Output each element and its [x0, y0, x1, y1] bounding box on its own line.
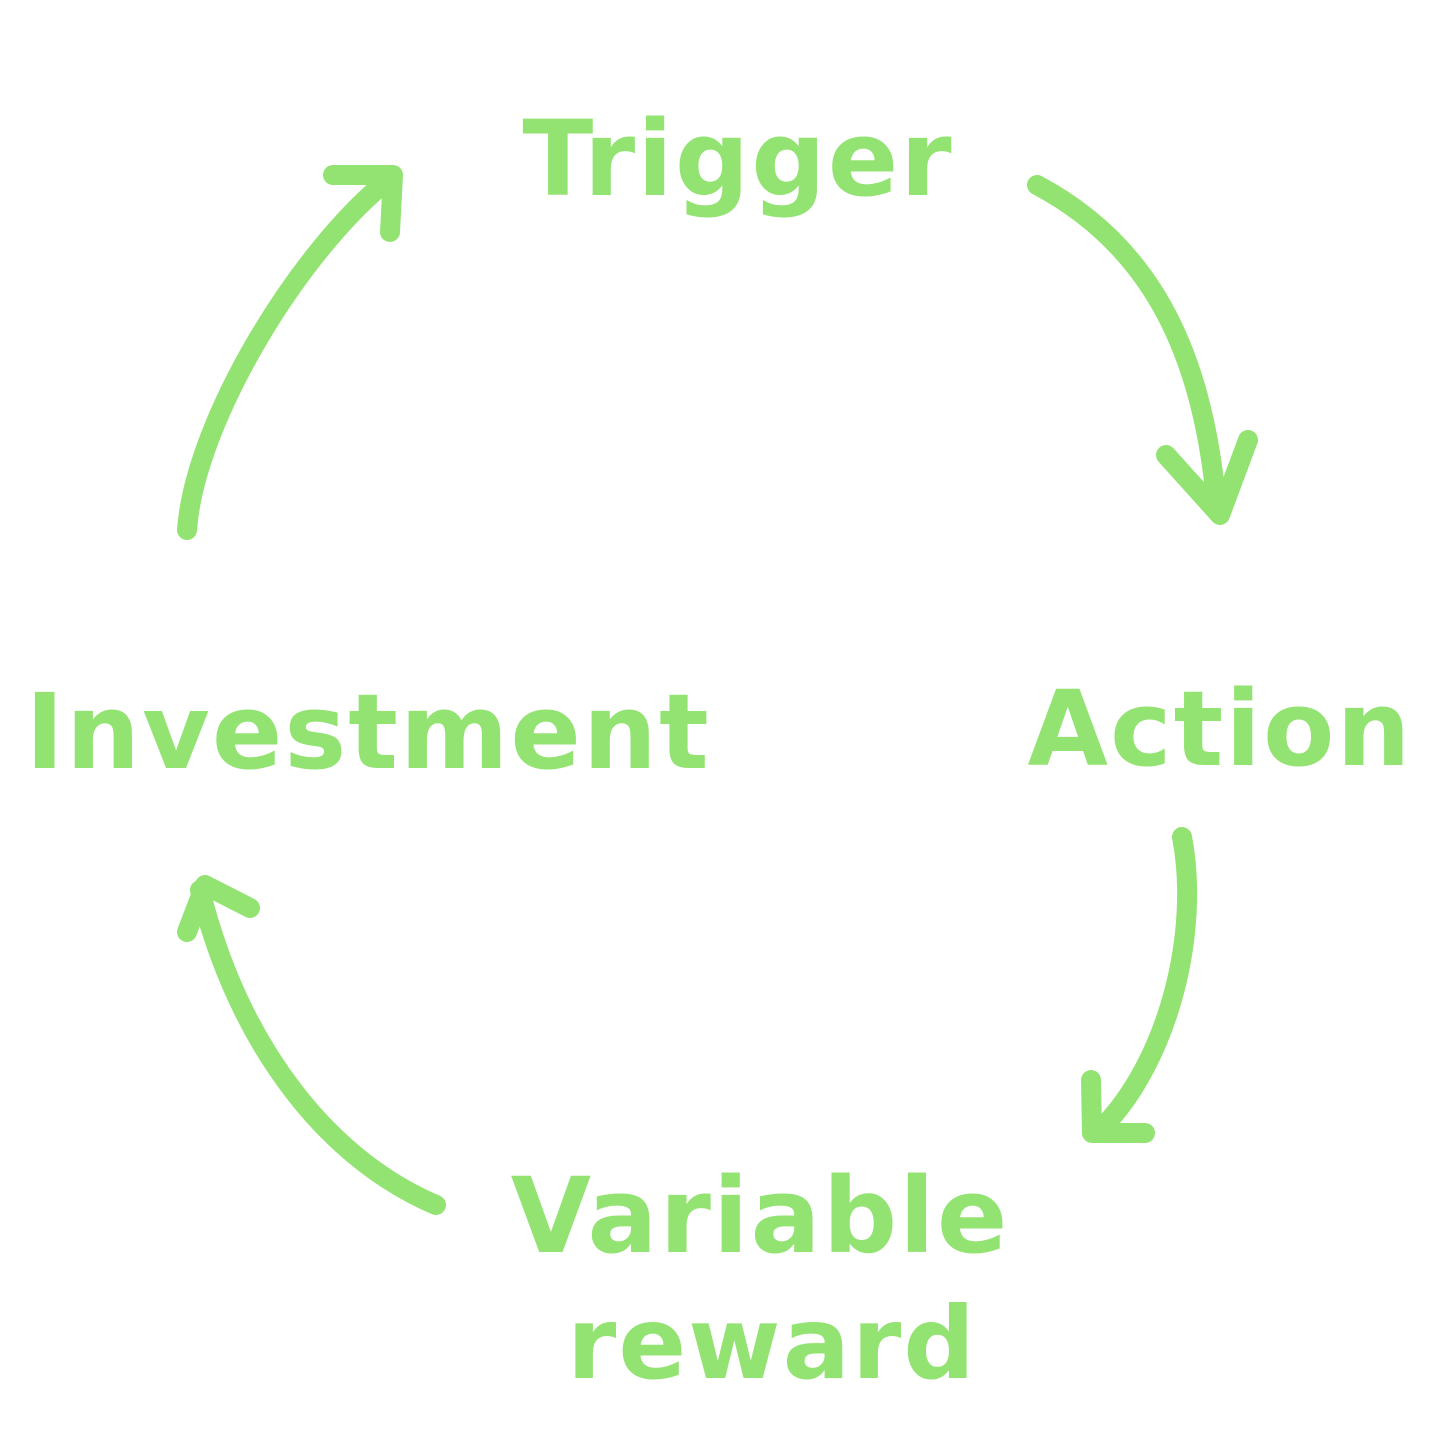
stage-reward-line1: Variable	[511, 1155, 1010, 1277]
stage-investment: Investment	[25, 671, 710, 793]
arrow-action-to-reward	[1081, 827, 1198, 1143]
arrow-trigger-to-action	[1027, 175, 1258, 525]
arrow-reward-to-investment	[177, 875, 446, 1215]
stage-reward-line2: reward	[567, 1285, 977, 1402]
arrow-investment-to-trigger	[177, 165, 403, 540]
stage-action: Action	[1028, 668, 1413, 790]
stage-trigger: Trigger	[522, 98, 953, 220]
